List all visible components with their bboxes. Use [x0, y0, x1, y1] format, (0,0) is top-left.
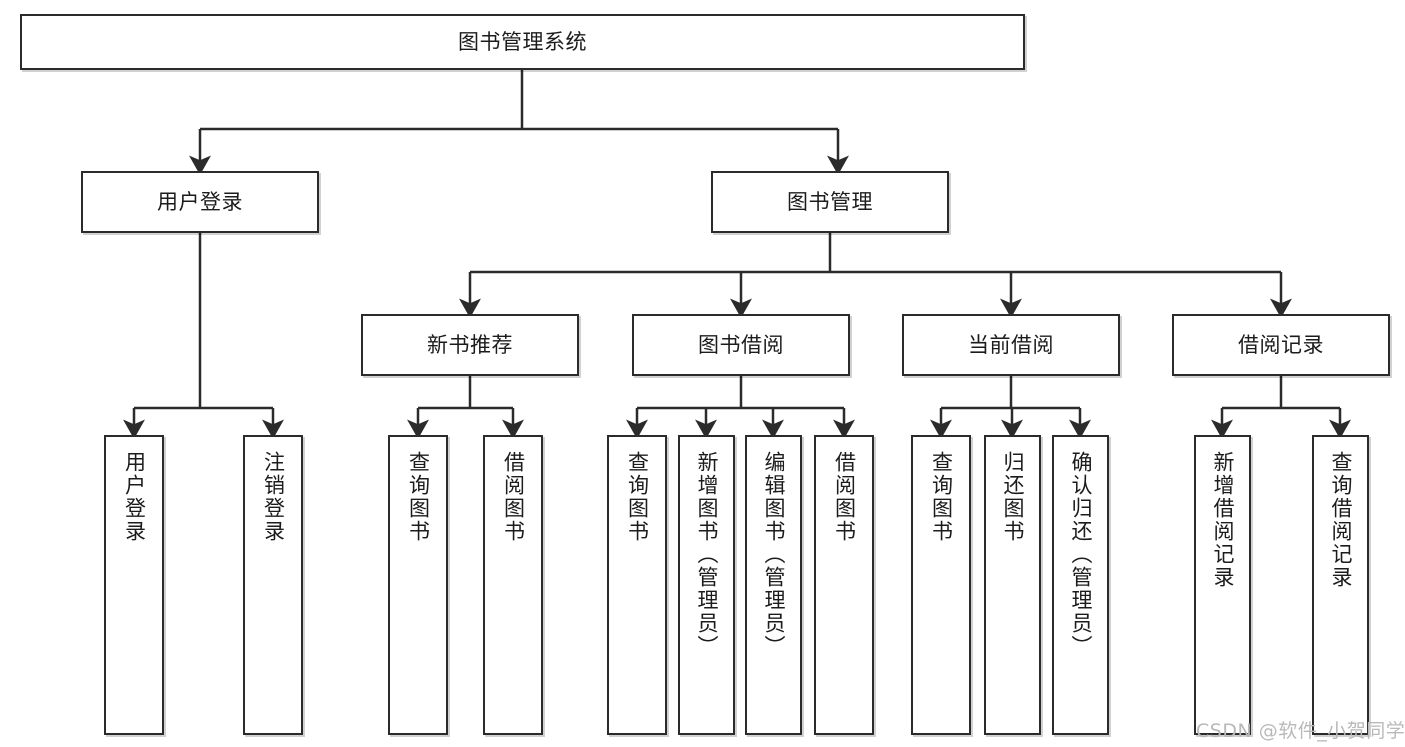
node-leaf-return-book[interactable]: 归还图书	[984, 435, 1041, 735]
node-borrow-record-label: 借阅记录	[1238, 332, 1324, 357]
node-leaf-borrow-book-recommend[interactable]: 借阅图书	[483, 435, 543, 735]
node-leaf-confirm-return-label: 确认归还（管理员）	[1069, 451, 1093, 658]
node-leaf-add-borrow-record[interactable]: 新增借阅记录	[1194, 435, 1251, 735]
node-leaf-query-book-recommend-label: 查询图书	[406, 451, 431, 543]
node-leaf-edit-book-label: 编辑图书（管理员）	[762, 451, 786, 658]
node-leaf-query-book-borrow[interactable]: 查询图书	[607, 435, 667, 735]
node-root-label: 图书管理系统	[458, 29, 587, 54]
node-leaf-query-book-current[interactable]: 查询图书	[911, 435, 971, 735]
node-leaf-add-book-label: 新增图书（管理员）	[695, 451, 719, 658]
node-leaf-return-book-label: 归还图书	[1001, 451, 1025, 543]
node-leaf-user-logout-label: 注销登录	[261, 451, 286, 543]
node-current-borrow-label: 当前借阅	[968, 332, 1054, 357]
node-new-book-recommend[interactable]: 新书推荐	[361, 314, 579, 376]
node-book-management[interactable]: 图书管理	[711, 171, 949, 233]
node-leaf-query-borrow-record-label: 查询借阅记录	[1329, 451, 1353, 589]
node-book-borrow-label: 图书借阅	[698, 332, 784, 357]
node-book-management-label: 图书管理	[787, 189, 873, 214]
node-leaf-add-book[interactable]: 新增图书（管理员）	[678, 435, 735, 735]
node-user-login[interactable]: 用户登录	[81, 171, 319, 233]
node-leaf-query-book-recommend[interactable]: 查询图书	[388, 435, 448, 735]
node-leaf-query-book-current-label: 查询图书	[929, 451, 954, 543]
node-new-book-recommend-label: 新书推荐	[427, 332, 513, 357]
node-root-system[interactable]: 图书管理系统	[20, 14, 1025, 70]
node-current-borrow[interactable]: 当前借阅	[902, 314, 1120, 376]
node-leaf-add-borrow-record-label: 新增借阅记录	[1211, 451, 1235, 589]
node-book-borrow[interactable]: 图书借阅	[632, 314, 850, 376]
node-leaf-query-borrow-record[interactable]: 查询借阅记录	[1312, 435, 1369, 735]
node-user-login-label: 用户登录	[157, 189, 243, 214]
node-borrow-record[interactable]: 借阅记录	[1172, 314, 1390, 376]
node-leaf-user-logout[interactable]: 注销登录	[243, 435, 303, 735]
node-leaf-user-login-label: 用户登录	[122, 451, 147, 543]
node-leaf-borrow-book-label: 借阅图书	[832, 451, 857, 543]
node-leaf-borrow-book[interactable]: 借阅图书	[814, 435, 874, 735]
node-leaf-query-book-borrow-label: 查询图书	[625, 451, 650, 543]
node-leaf-user-login[interactable]: 用户登录	[104, 435, 164, 735]
node-leaf-confirm-return[interactable]: 确认归还（管理员）	[1052, 435, 1109, 735]
csdn-watermark: CSDN @软件_小贺同学	[1196, 720, 1405, 742]
node-leaf-borrow-book-recommend-label: 借阅图书	[501, 451, 526, 543]
node-leaf-edit-book[interactable]: 编辑图书（管理员）	[745, 435, 802, 735]
